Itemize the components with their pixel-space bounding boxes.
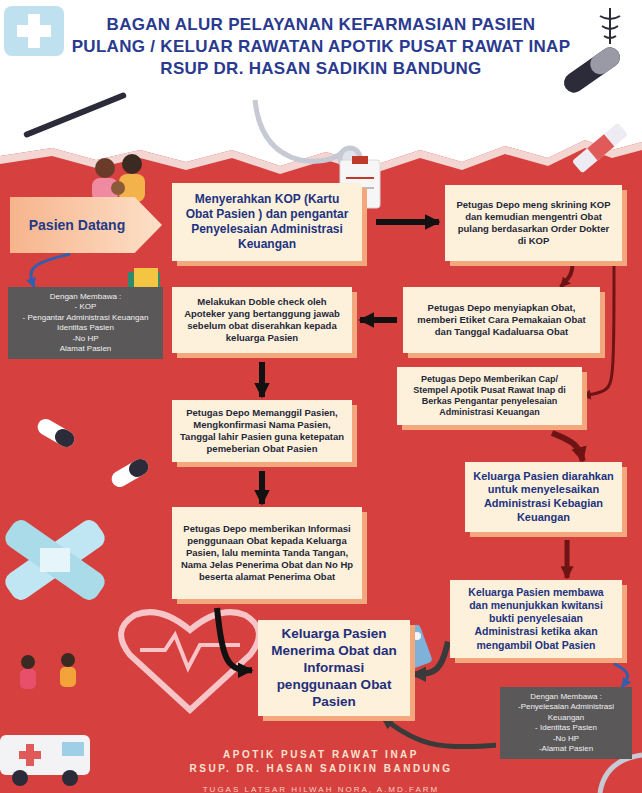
process-box: Petugas Depo memberikan Informasi penggu…	[172, 507, 362, 599]
node-text: Petugas Depo Memberikan Cap/ Stempel Apo…	[405, 374, 574, 419]
medical-box-icon	[4, 6, 64, 56]
flow-arrow	[565, 540, 570, 578]
title: BAGAN ALUR PELAYANAN KEFARMASIAN PASIEN …	[70, 14, 572, 80]
flow-arrow	[360, 317, 397, 323]
node-text: Petugas Depo menyiapkan Obat, memberi Et…	[411, 302, 592, 338]
footer-label: APOTIK PUSAT RAWAT INAP	[223, 749, 419, 760]
node-text: -No HP	[553, 734, 579, 744]
flow-arrow	[376, 219, 439, 225]
flow-arrow	[217, 608, 252, 670]
title-block: BAGAN ALUR PELAYANAN KEFARMASIAN PASIEN …	[70, 14, 572, 80]
process-box: Keluarga Pasien diarahkan untuk menyeles…	[465, 462, 622, 532]
node-text: Alamat Pasien	[60, 344, 112, 354]
node-text: Keluarga Pasien diarahkan untuk menyeles…	[473, 470, 614, 525]
family-illustration	[92, 154, 145, 202]
start-arrow-box: Pasien Datang	[10, 197, 162, 253]
capsule-icons	[35, 416, 152, 490]
node-text: Petugas Depo meng skrining KOP dan kemud…	[453, 199, 614, 247]
process-box: Melakukan Doble check oleh Apoteker yang…	[172, 287, 352, 353]
torn-paper-header	[0, 0, 642, 166]
node-text: Keluarga Pasien membawa dan menunjukkan …	[458, 586, 614, 652]
node-text: -Alamat Pasien	[539, 744, 593, 754]
bandage-icon	[1, 516, 108, 604]
process-box: Petugas Depo Memanggil Pasien, Mengkonfi…	[172, 400, 352, 462]
node-text: Petugas Depo memberikan Informasi penggu…	[180, 523, 354, 582]
node-text: Menyerahkan KOP (Kartu Obat Pasien ) dan…	[180, 192, 354, 252]
footer-label: RSUP. DR. HASAN SADIKIN BANDUNG	[190, 763, 453, 774]
flow-arrow	[614, 664, 628, 687]
flow-arrow	[259, 362, 265, 397]
label-wrap: RSUP. DR. HASAN SADIKIN BANDUNG	[0, 758, 642, 776]
node-text: - Pengantar Administrasi Keuangan	[23, 313, 149, 323]
node-text: -Penyelesaian Administrasi Keuangan	[506, 702, 626, 723]
node-text: Melakukan Doble check oleh Apoteker yang…	[180, 296, 344, 344]
process-box: Petugas Depo Memberikan Cap/ Stempel Apo…	[397, 367, 582, 425]
node-text: - Identitas Pasien	[535, 723, 597, 733]
process-box: Petugas Depo menyiapkan Obat, memberi Et…	[403, 287, 600, 353]
flow-arrow	[552, 433, 583, 461]
node-text: Pasien Datang	[29, 217, 125, 234]
flow-arrow	[561, 263, 573, 287]
syringe-icon	[572, 123, 628, 174]
note-box: Dengan Membawa :- KOP- Pengantar Adminis…	[8, 287, 163, 359]
label-wrap: TUGAS LATSAR HILWAH NORA, A.MD.FARM	[0, 778, 642, 793]
stethoscope-corner	[600, 755, 642, 793]
flow-arrow	[382, 717, 496, 746]
node-text: - KOP	[75, 302, 97, 312]
flow-arrow	[412, 642, 448, 675]
footer-label: TUGAS LATSAR HILWAH NORA, A.MD.FARM	[203, 785, 440, 793]
process-box: Keluarga Pasien Menerima Obat dan Inform…	[258, 620, 410, 716]
note-box: Dengan Membawa :-Penyelesaian Administra…	[500, 687, 632, 759]
heart-outline	[121, 612, 259, 710]
flow-arrow	[31, 254, 70, 287]
caduceus-icon	[600, 8, 620, 44]
node-text: -No HP	[72, 334, 98, 344]
stethoscope-icon	[255, 100, 360, 168]
node-text: Keluarga Pasien Menerima Obat dan Inform…	[266, 626, 402, 710]
ambulance-icon	[0, 735, 90, 786]
process-box: Keluarga Pasien membawa dan menunjukkan …	[450, 580, 622, 658]
node-text: Dengan Membawa :	[530, 692, 602, 702]
process-box: Menyerahkan KOP (Kartu Obat Pasien ) dan…	[172, 183, 362, 261]
node-text: Identitas Pasien	[57, 323, 114, 333]
pen-icon	[23, 92, 127, 139]
process-box: Petugas Depo meng skrining KOP dan kemud…	[445, 185, 622, 261]
children-illustration	[20, 653, 76, 689]
node-text: Dengan Membawa :	[50, 292, 122, 302]
node-text: Petugas Depo Memanggil Pasien, Mengkonfi…	[180, 407, 344, 455]
flow-arrow	[259, 471, 265, 504]
